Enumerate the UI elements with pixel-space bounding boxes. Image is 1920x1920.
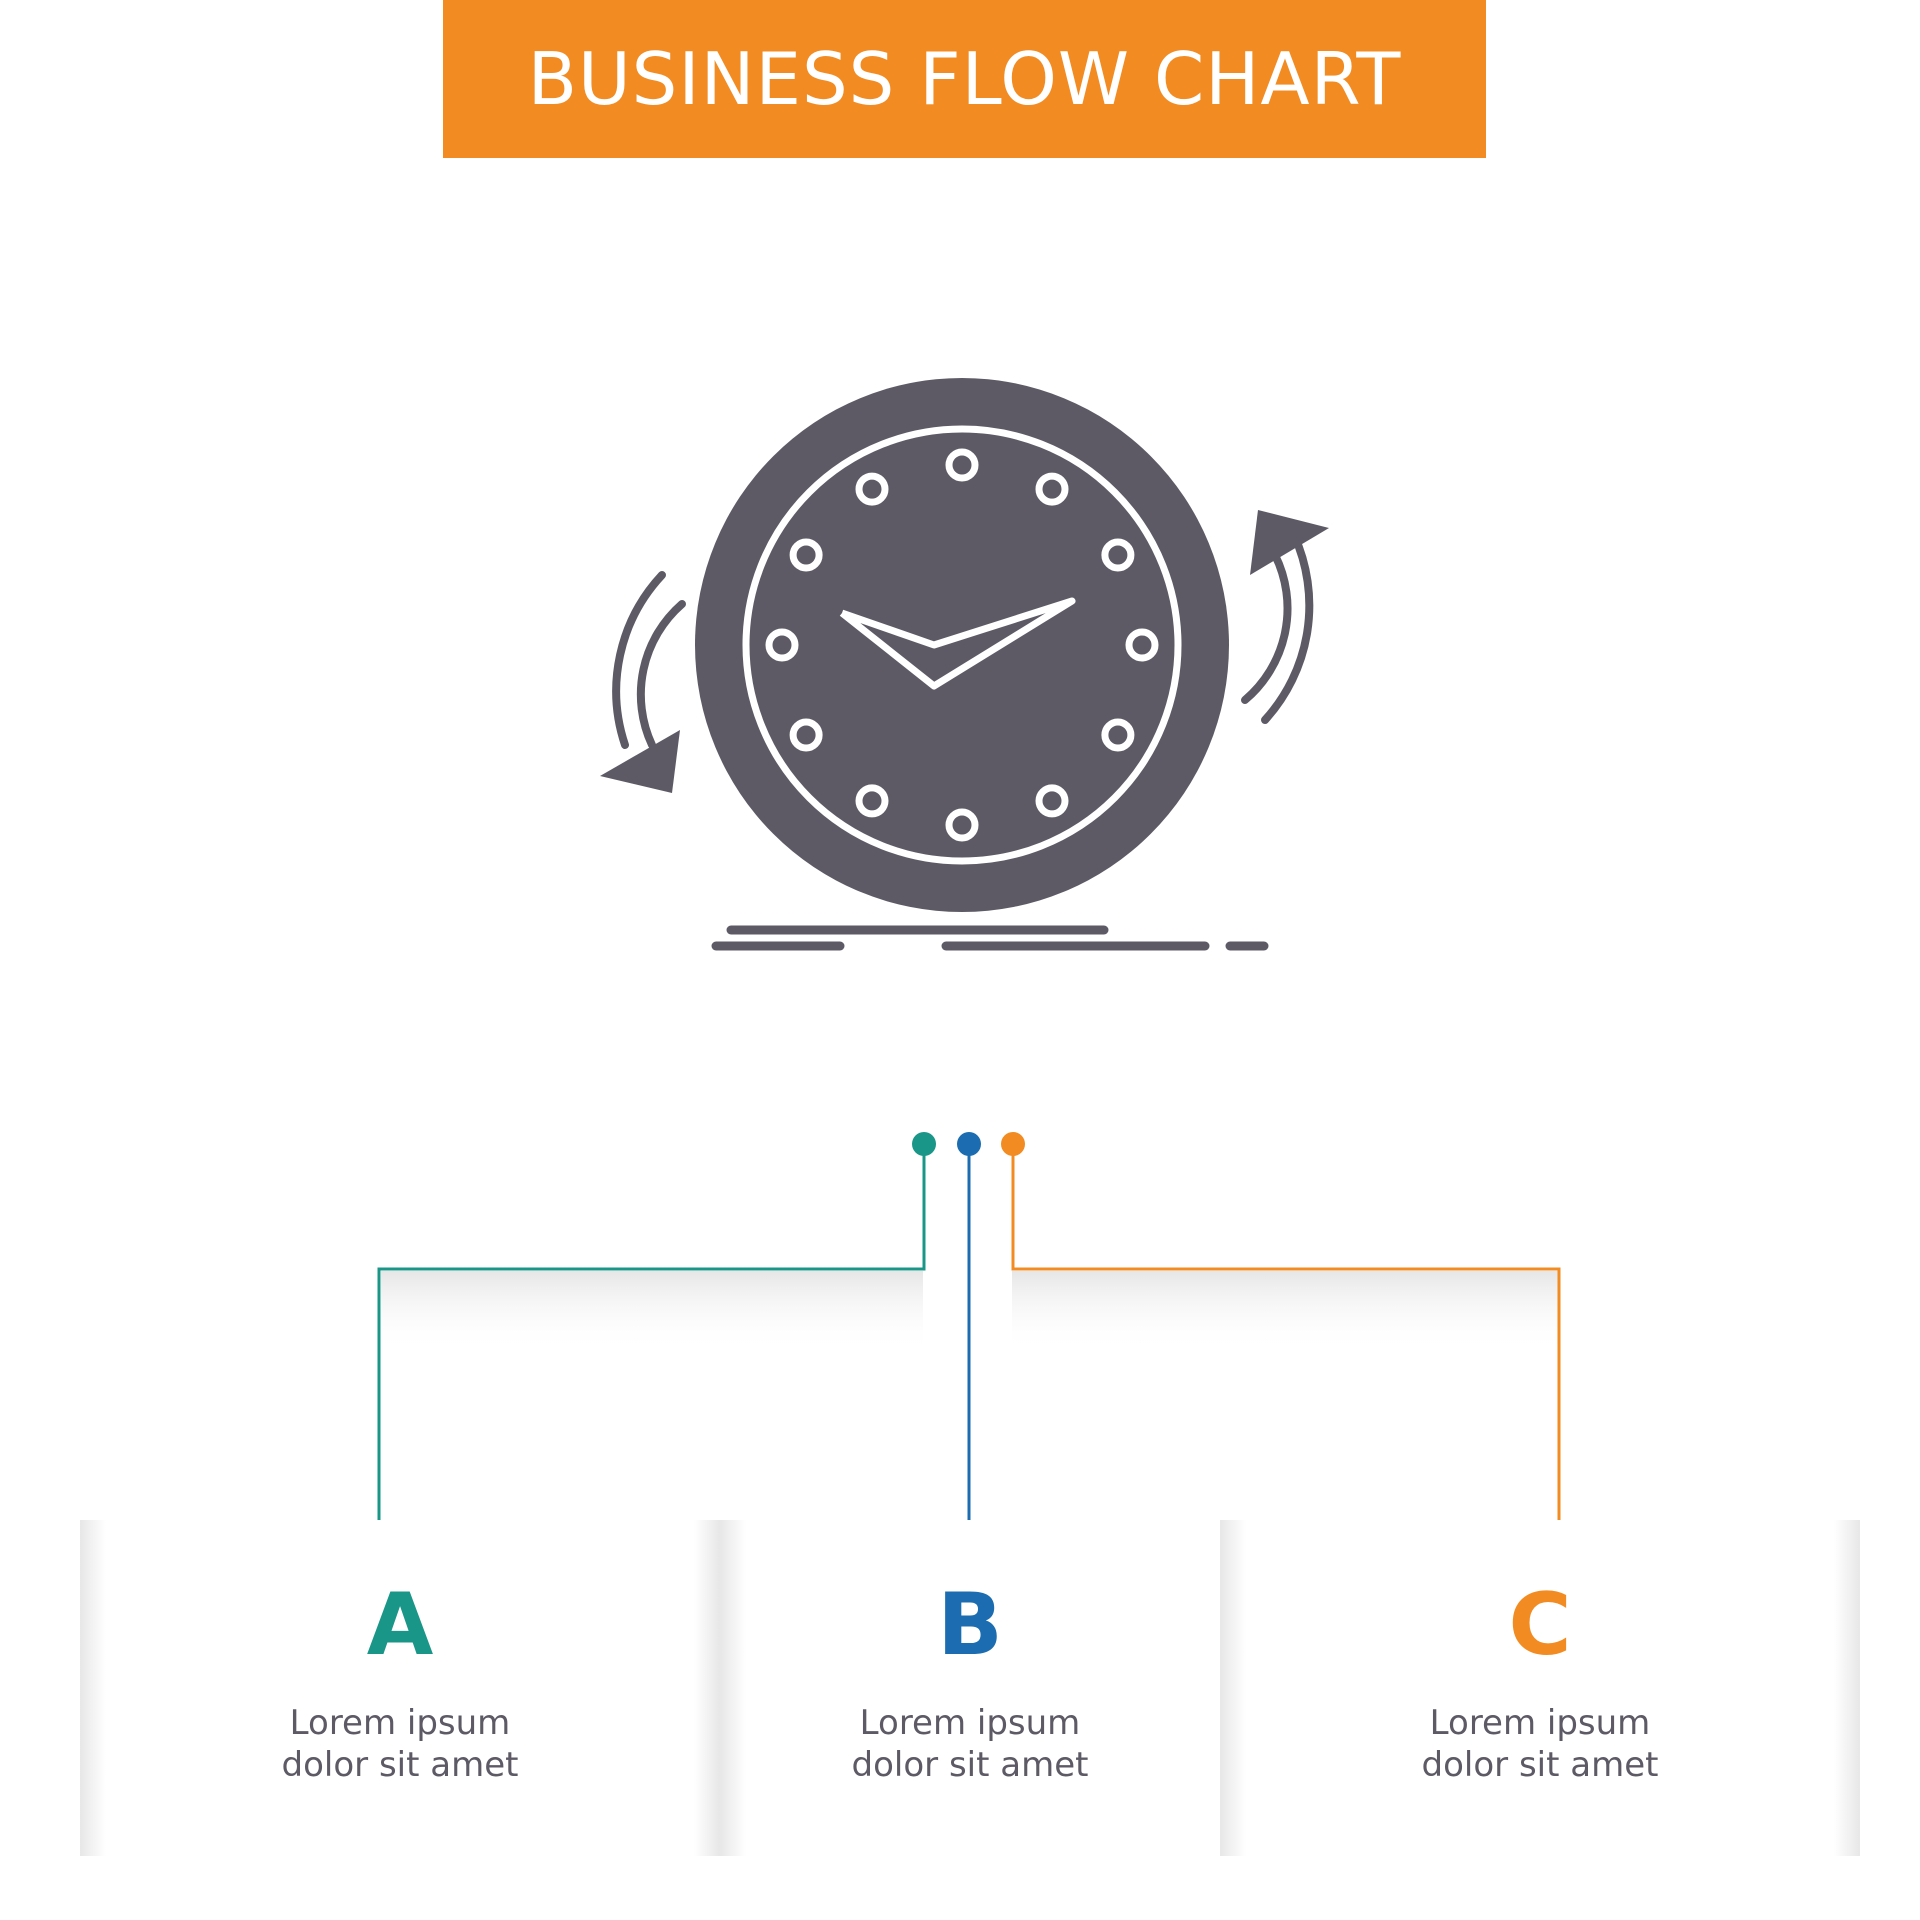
clock-hour-marker: [945, 448, 979, 482]
clock-hour-marker: [945, 808, 979, 842]
clock-hour-marker: [789, 718, 823, 752]
node-dot-b: [957, 1132, 981, 1156]
title-banner: BUSINESS FLOW CHART: [443, 0, 1486, 158]
clock-hour-marker: [1035, 784, 1069, 818]
page-title: BUSINESS FLOW CHART: [527, 37, 1402, 121]
connector-c: [1011, 1145, 1561, 1540]
node-dot-c: [1001, 1132, 1025, 1156]
connector-a: [377, 1145, 926, 1540]
clock-hour-marker: [855, 784, 889, 818]
step-text-line: dolor sit amet: [851, 1745, 1089, 1785]
clock-hour-marker: [855, 472, 889, 506]
step-letter-a: A: [366, 1575, 434, 1675]
connector-shade-right: [1012, 1271, 1559, 1351]
connector-shade-left: [381, 1271, 923, 1351]
clock-hour-marker: [1101, 538, 1135, 572]
step-letter-b: B: [937, 1575, 1003, 1675]
step-text-line: Lorem ipsum: [859, 1703, 1081, 1743]
clock-hour-marker: [765, 628, 799, 662]
step-description-a: Lorem ipsum dolor sit amet: [80, 1702, 720, 1786]
clock-hour-marker: [1035, 472, 1069, 506]
node-dot-a: [912, 1132, 936, 1156]
box-shadow: [694, 1520, 720, 1856]
box-shadow: [1834, 1520, 1860, 1856]
step-text-line: dolor sit amet: [281, 1745, 519, 1785]
box-shadow: [720, 1520, 746, 1856]
step-box-a: A Lorem ipsum dolor sit amet: [80, 1520, 720, 1856]
box-shadow: [80, 1520, 106, 1856]
step-description-b: Lorem ipsum dolor sit amet: [720, 1702, 1220, 1786]
step-text-line: dolor sit amet: [1421, 1745, 1659, 1785]
step-text-line: Lorem ipsum: [1429, 1703, 1651, 1743]
step-box-b: B Lorem ipsum dolor sit amet: [720, 1520, 1220, 1856]
box-shadow: [1220, 1520, 1246, 1856]
step-description-c: Lorem ipsum dolor sit amet: [1220, 1702, 1860, 1786]
clock-hour-marker: [1125, 628, 1159, 662]
step-letter-c: C: [1508, 1575, 1572, 1675]
clock-hour-marker: [789, 538, 823, 572]
step-text-line: Lorem ipsum: [289, 1703, 511, 1743]
backup-clock-icon: [600, 378, 1329, 951]
clock-hour-marker: [1101, 718, 1135, 752]
step-box-c: C Lorem ipsum dolor sit amet: [1220, 1520, 1860, 1856]
